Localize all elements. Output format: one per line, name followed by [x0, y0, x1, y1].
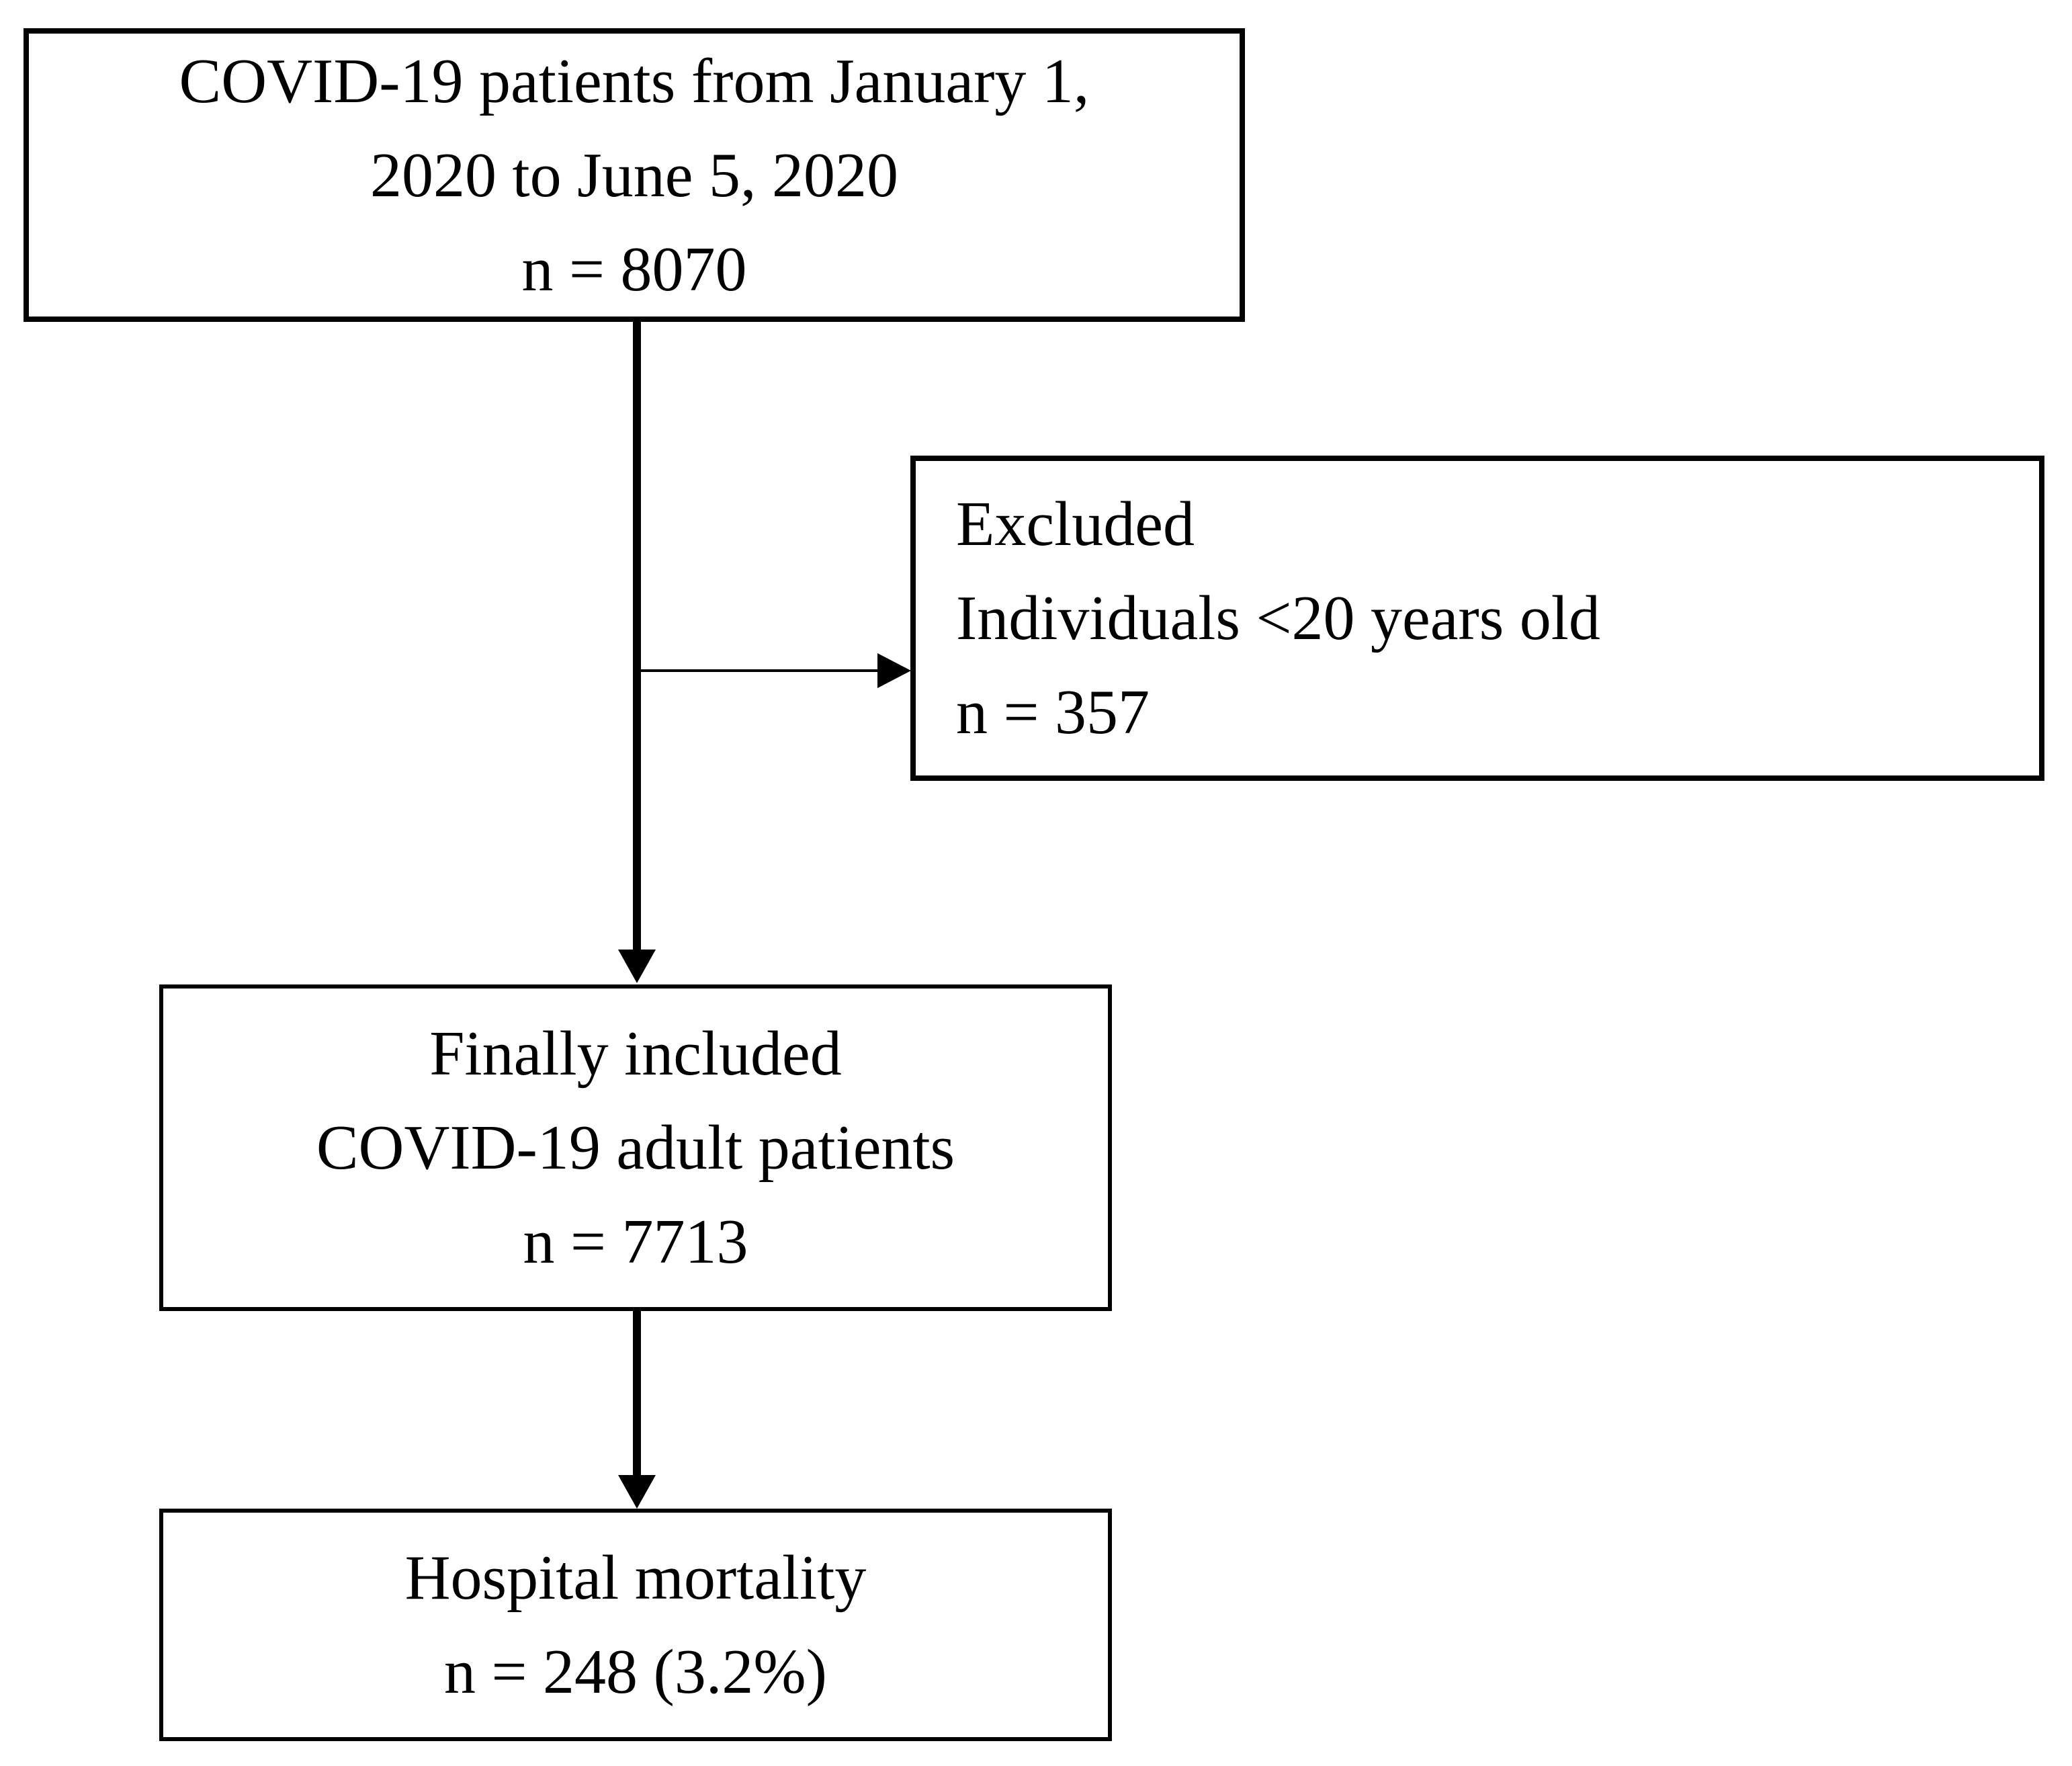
- node-excluded: Excluded Individuals <20 years old n = 3…: [910, 456, 2044, 781]
- arrow-included-to-mortality-line: [633, 1311, 641, 1478]
- node-mortality-line-2: n = 248 (3.2%): [444, 1637, 827, 1707]
- node-excluded-line-3: n = 357: [956, 677, 1150, 747]
- arrow-initial-to-included-line: [633, 322, 641, 952]
- node-included-line-2: COVID-19 adult patients: [316, 1113, 955, 1183]
- node-mortality-line-1: Hospital mortality: [404, 1543, 867, 1613]
- node-finally-included: Finally included COVID-19 adult patients…: [159, 984, 1112, 1311]
- node-excluded-line-1: Excluded: [956, 489, 1195, 559]
- arrowhead-down-icon: [618, 950, 656, 983]
- node-initial-line-3: n = 8070: [521, 234, 747, 304]
- arrowhead-right-icon: [877, 653, 911, 688]
- arrow-branch-to-excluded-line: [637, 669, 880, 672]
- node-initial-line-2: 2020 to June 5, 2020: [370, 140, 898, 210]
- node-excluded-line-2: Individuals <20 years old: [956, 583, 1600, 653]
- node-initial-line-1: COVID-19 patients from January 1,: [179, 46, 1090, 116]
- node-hospital-mortality: Hospital mortality n = 248 (3.2%): [159, 1509, 1112, 1741]
- arrowhead-down-icon: [618, 1475, 656, 1509]
- node-included-line-3: n = 7713: [523, 1207, 748, 1277]
- node-initial-cohort: COVID-19 patients from January 1, 2020 t…: [24, 28, 1245, 322]
- node-included-line-1: Finally included: [429, 1019, 842, 1089]
